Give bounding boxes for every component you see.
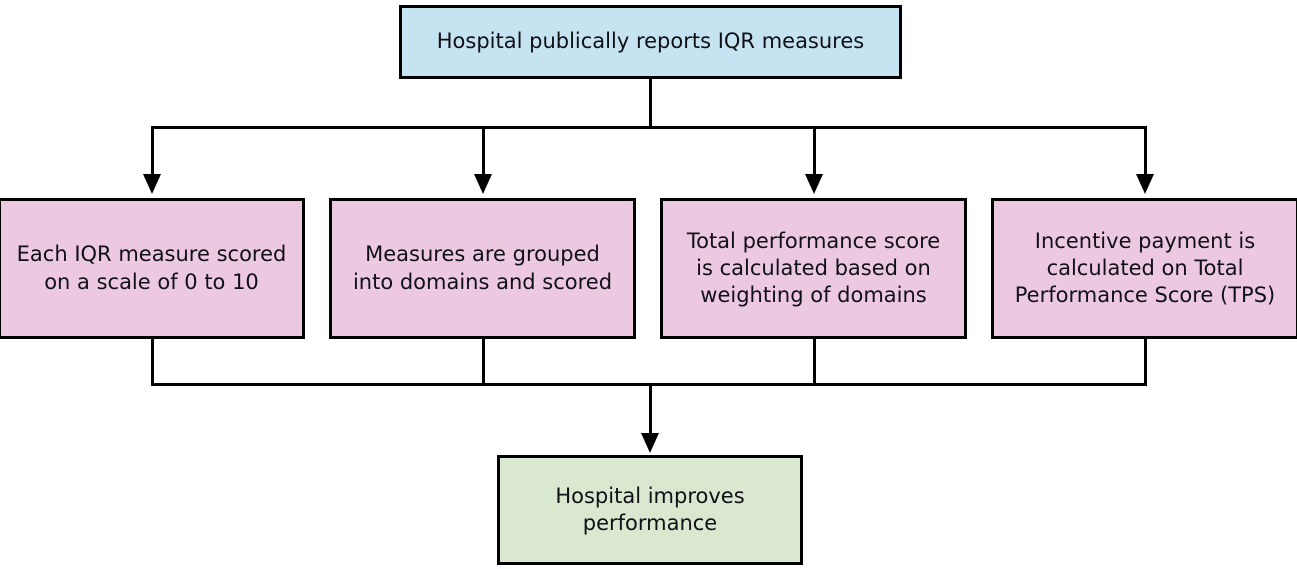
node-measures-grouped-into-domains[interactable]: Measures are grouped into domains and sc… [329,198,636,339]
arrowhead-down-2 [474,174,492,194]
connector-drop-4 [1144,126,1147,176]
connector-top-stem [649,79,652,128]
node-hospital-improves-performance[interactable]: Hospital improves performance [497,455,803,565]
node-each-iqr-measure-scored[interactable]: Each IQR measure scored on a scale of 0 … [0,198,305,339]
connector-drop-2 [482,126,485,176]
connector-drop-3 [813,126,816,176]
node-total-performance-score[interactable]: Total performance score is calculated ba… [660,198,967,339]
connector-rise-2 [482,339,485,386]
node-incentive-payment[interactable]: Incentive payment is calculated on Total… [991,198,1297,339]
connector-outcome-stem [649,383,652,435]
node-hospital-reports-iqr[interactable]: Hospital publically reports IQR measures [399,5,902,79]
connector-rise-1 [151,339,154,386]
arrowhead-down-outcome [641,433,659,453]
arrowhead-down-4 [1136,174,1154,194]
connector-distribution-bar [151,126,1147,129]
arrowhead-down-3 [805,174,823,194]
connector-rise-3 [813,339,816,386]
connector-drop-1 [151,126,154,176]
arrowhead-down-1 [143,174,161,194]
connector-rise-4 [1144,339,1147,386]
